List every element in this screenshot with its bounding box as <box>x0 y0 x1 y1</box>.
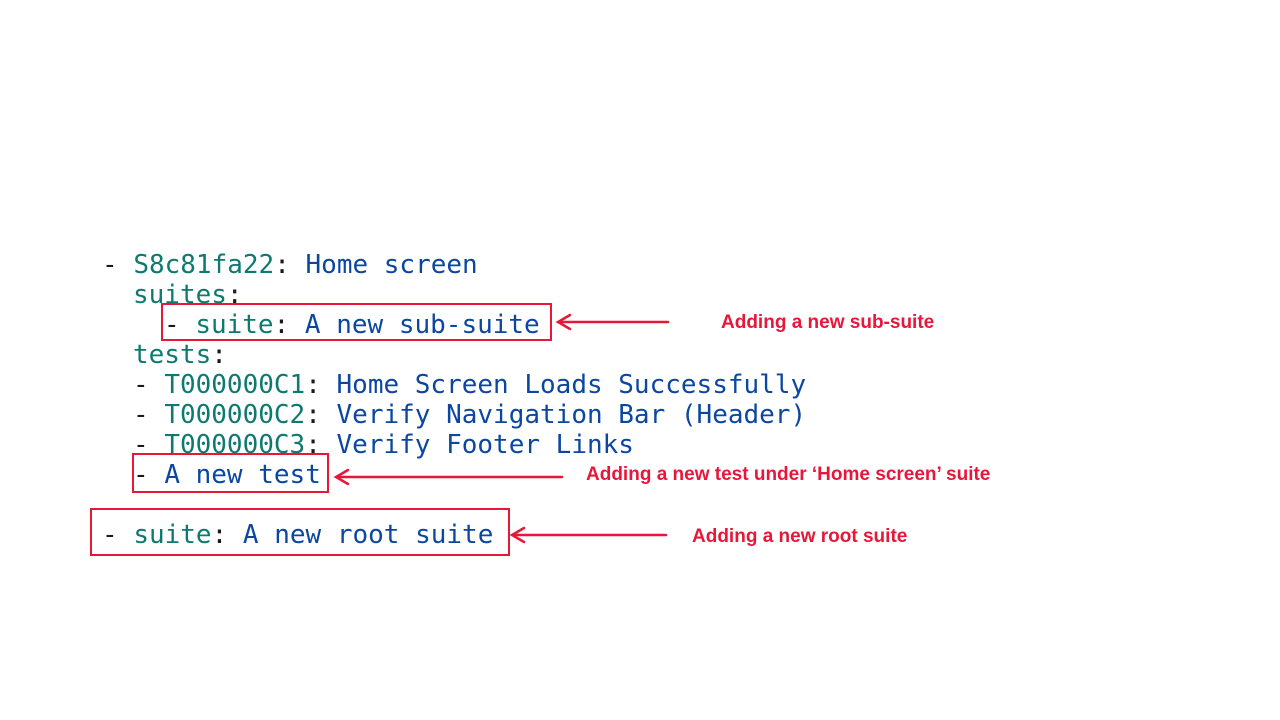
colon: : <box>273 310 290 340</box>
colon: : <box>305 400 321 430</box>
dash: - <box>133 400 149 430</box>
dash: - <box>102 250 118 280</box>
test-id: T000000C3 <box>164 430 306 460</box>
test-id: T000000C1 <box>164 370 306 400</box>
colon: : <box>211 340 227 370</box>
new-test-highlight-box <box>132 453 329 493</box>
colon: : <box>274 250 290 280</box>
suites-key: suites <box>133 280 227 310</box>
root-suite-line: - S8c81fa22: Home screen <box>102 250 478 280</box>
arrow-root-suite-head <box>509 526 526 544</box>
root-suite-title: A new root suite <box>242 520 494 550</box>
sub-suite-key: suite <box>195 310 274 340</box>
sub-suite-line: - suite: A new sub-suite <box>164 310 540 340</box>
new-test-title: A new test <box>164 460 321 490</box>
tests-key: tests <box>133 340 212 370</box>
annotation-root-suite: Adding a new root suite <box>692 526 908 547</box>
colon: : <box>305 370 321 400</box>
dash: - <box>164 310 180 340</box>
test-id: T000000C2 <box>164 400 306 430</box>
test-line: - T000000C2: Verify Navigation Bar (Head… <box>133 400 806 430</box>
test-title: Verify Navigation Bar (Header) <box>336 400 807 430</box>
new-root-suite-line: - suite: A new root suite <box>102 520 493 550</box>
suites-key-line: suites: <box>133 280 243 310</box>
new-test-line: - A new test <box>133 460 321 490</box>
tests-key-line: tests: <box>133 340 227 370</box>
root-suite-key: suite <box>133 520 212 550</box>
root-suite-highlight-box <box>90 508 510 556</box>
dash: - <box>133 430 149 460</box>
test-line: - T000000C1: Home Screen Loads Successfu… <box>133 370 806 400</box>
annotation-sub-suite: Adding a new sub-suite <box>721 312 935 333</box>
test-title: Home Screen Loads Successfully <box>336 370 807 400</box>
annotation-new-test: Adding a new test under ‘Home screen’ su… <box>586 464 991 485</box>
suite-title: Home screen <box>305 250 478 280</box>
test-line: - T000000C3: Verify Footer Links <box>133 430 634 460</box>
dash: - <box>133 460 149 490</box>
arrow-new-test-head <box>333 468 350 486</box>
sub-suite-highlight-box <box>161 303 552 341</box>
arrow-sub-suite-head <box>555 313 572 331</box>
colon: : <box>211 520 228 550</box>
colon: : <box>226 280 243 310</box>
dash: - <box>133 370 149 400</box>
suite-id: S8c81fa22 <box>133 250 275 280</box>
test-title: Verify Footer Links <box>336 430 634 460</box>
dash: - <box>102 520 118 550</box>
sub-suite-title: A new sub-suite <box>304 310 540 340</box>
colon: : <box>305 430 321 460</box>
